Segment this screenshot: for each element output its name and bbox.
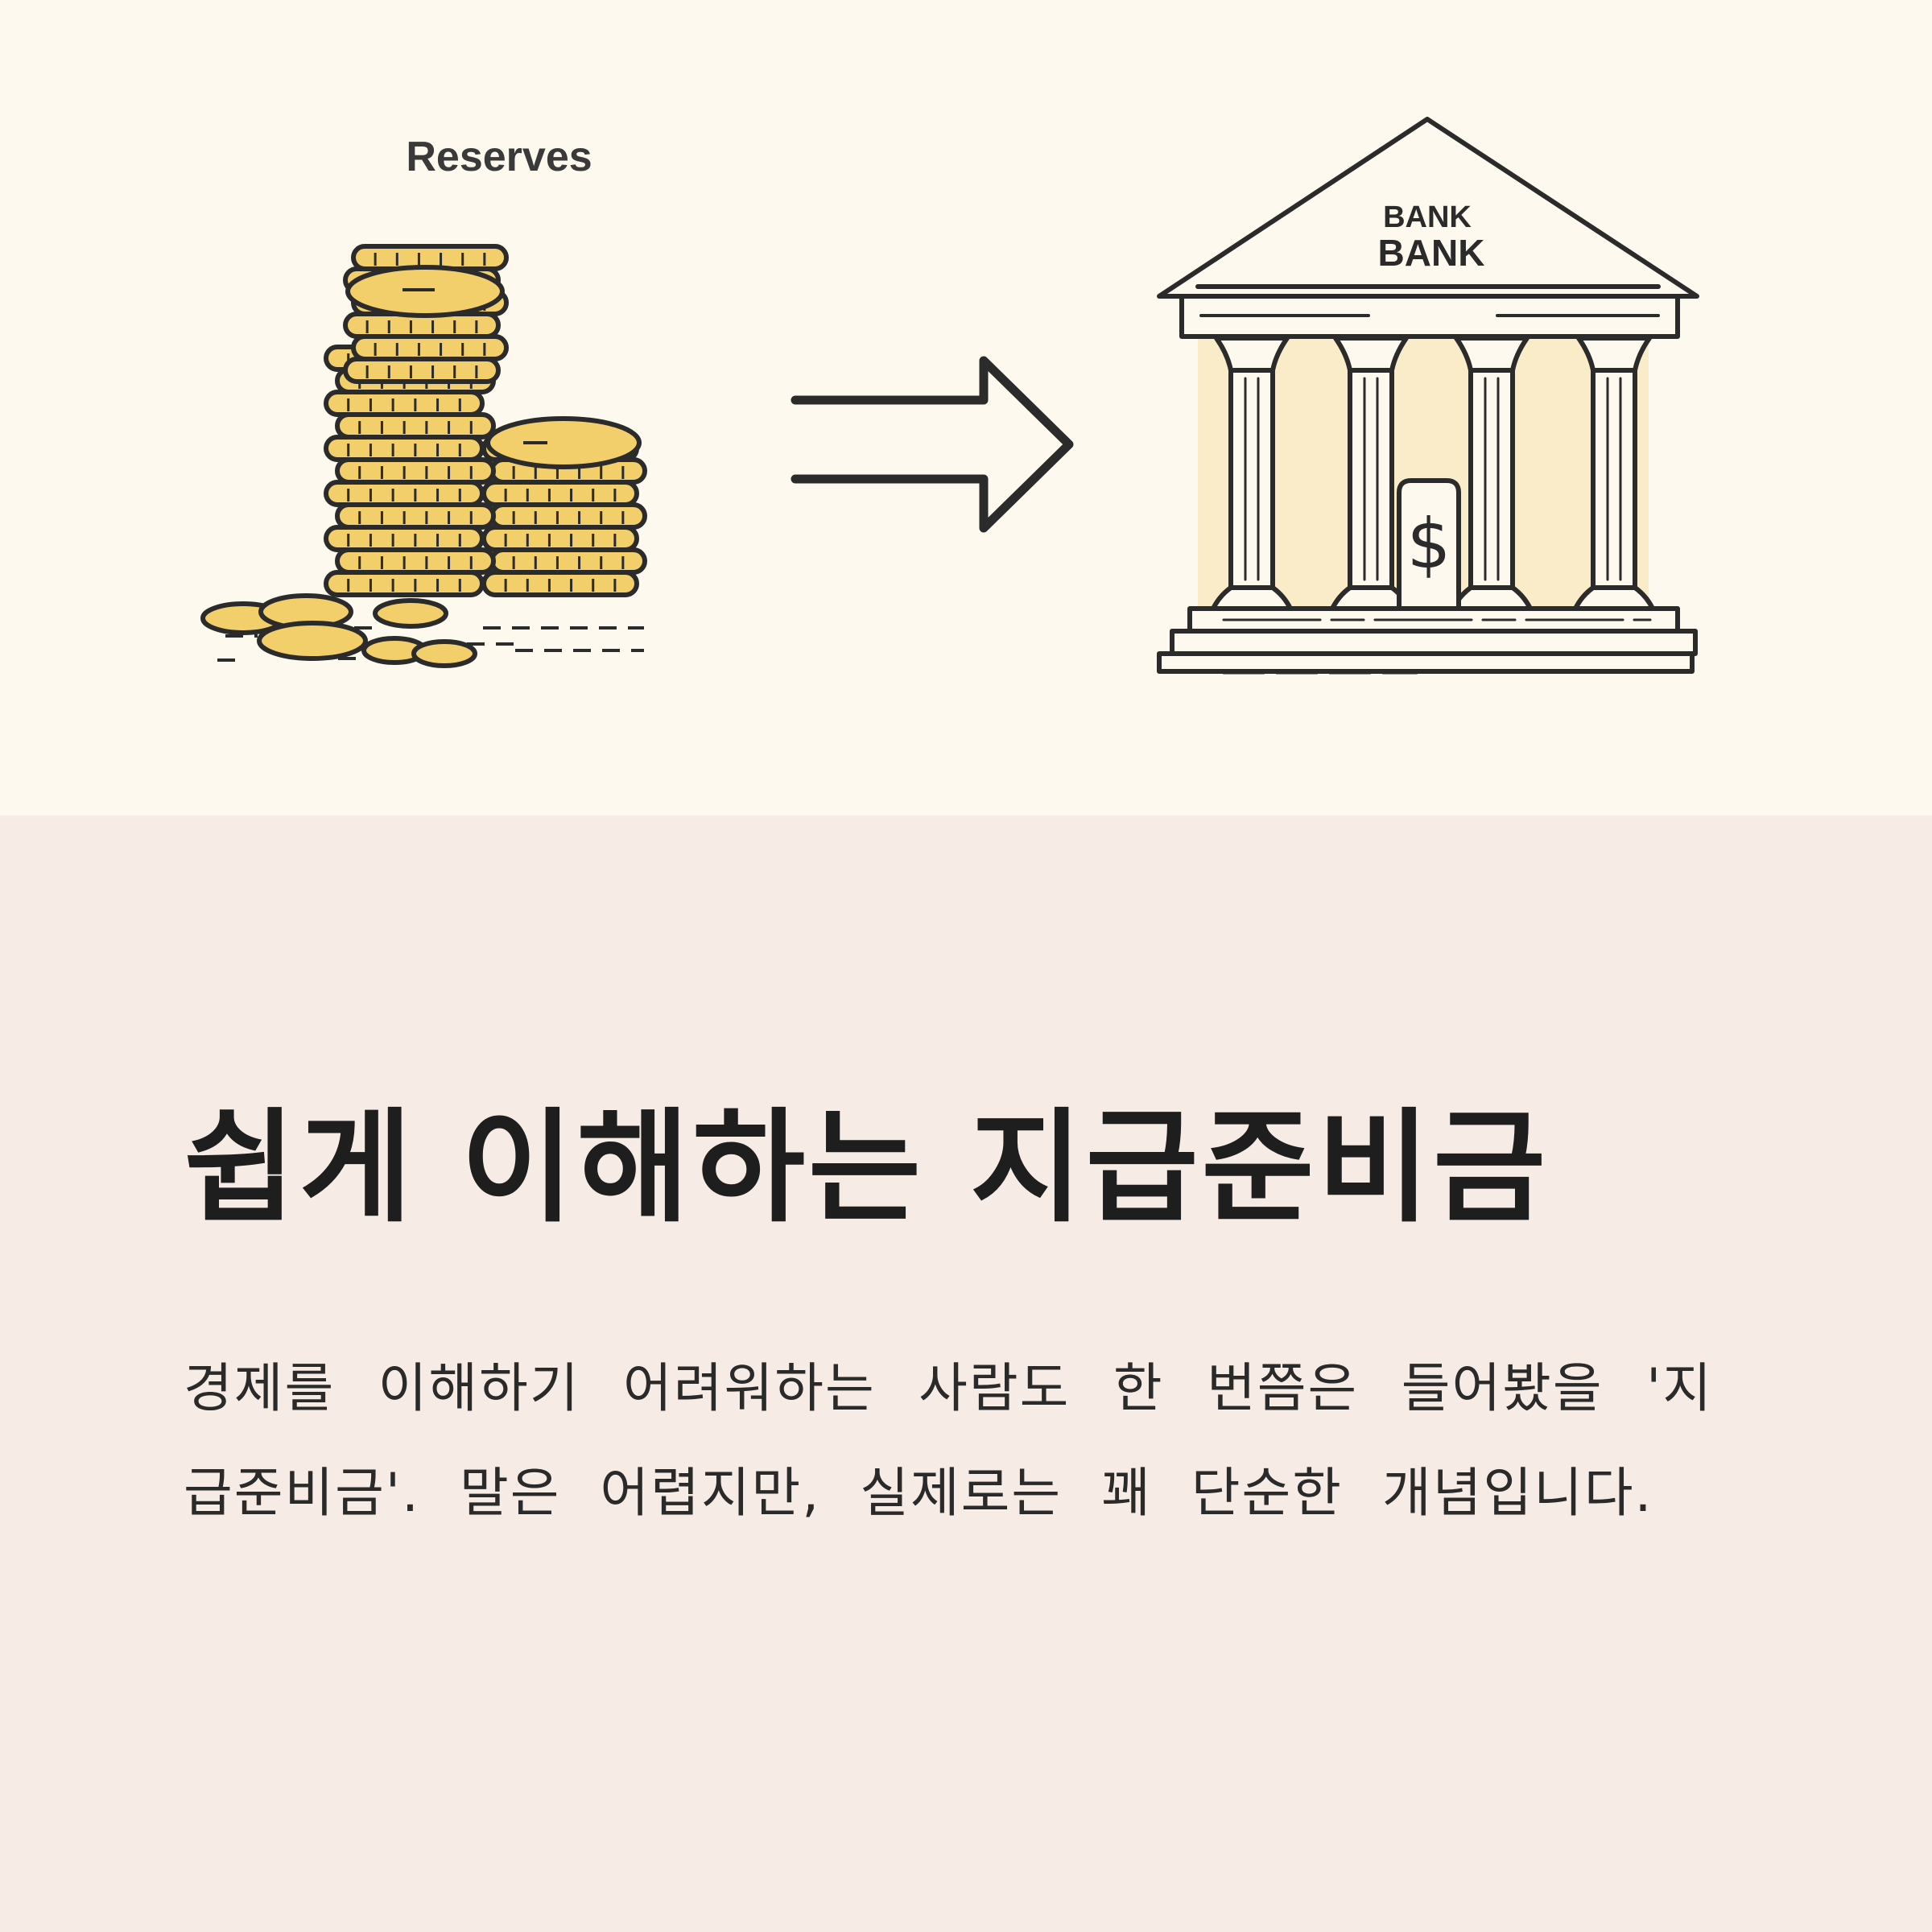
- double-arrow-icon: [791, 356, 1074, 533]
- reserves-label: Reserves: [406, 134, 592, 180]
- body-paragraph: 경제를 이해하기 어려워하는 사람도 한 번쯤은 들어봤을 '지급준비금'. 말…: [184, 1357, 1713, 1524]
- text-panel: [0, 815, 1932, 1932]
- dollar-icon: $: [1407, 504, 1451, 584]
- illustration-panel: Reserves BAN: [0, 0, 1932, 815]
- bank-sign-line2: BANK: [1378, 232, 1485, 274]
- bank-sign-line1: BANK: [1383, 200, 1472, 234]
- coin-stack-icon: [200, 244, 647, 668]
- bank-building-icon: [1157, 117, 1699, 675]
- illustration-svg: Reserves BAN: [200, 117, 1699, 675]
- page-title: 쉽게 이해하는 지급준비금: [184, 1096, 1550, 1239]
